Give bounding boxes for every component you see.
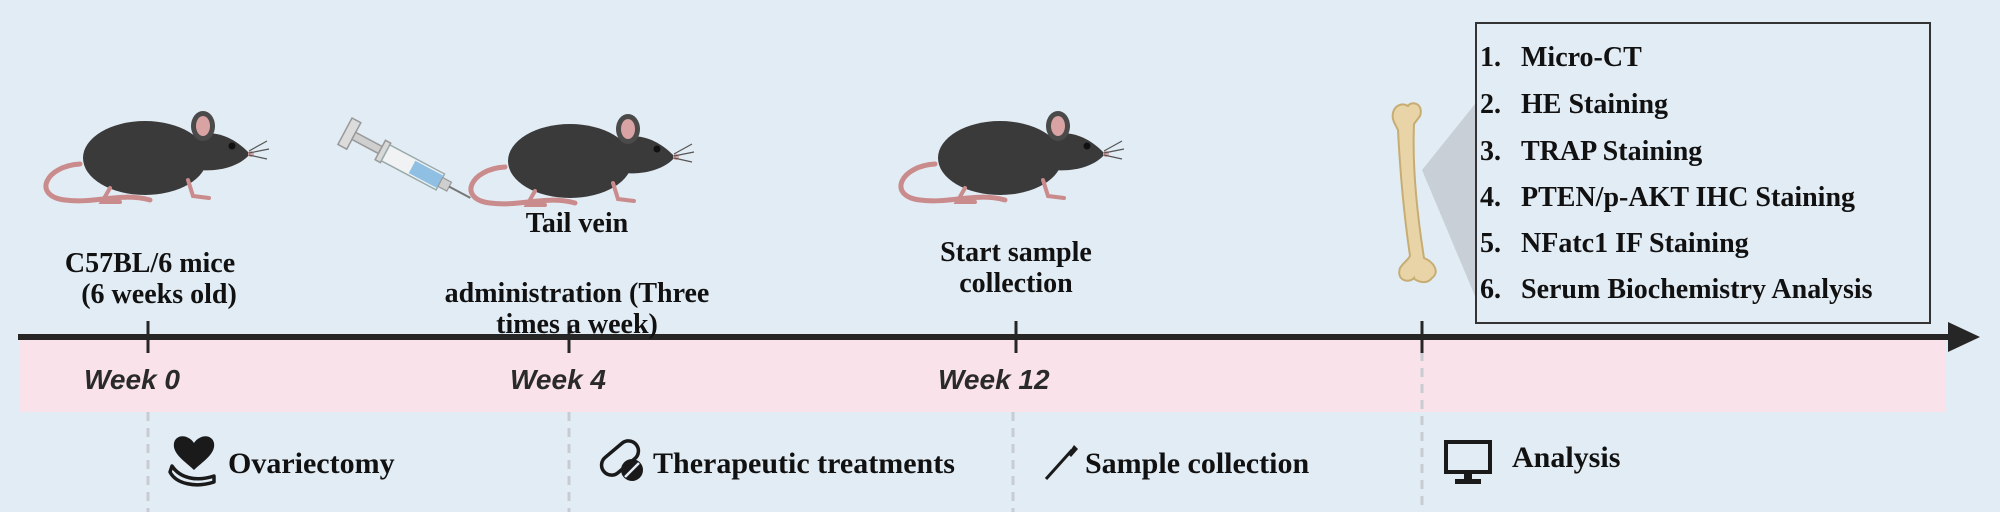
- analysis-item-6-number: 6.: [1480, 274, 1501, 305]
- legend-therapeutic-treatments-label: Therapeutic treatments: [653, 447, 955, 480]
- mouse-icon: [901, 111, 1124, 202]
- week-0-label: Week 0: [84, 364, 180, 395]
- analysis-item-3: TRAP Staining: [1521, 136, 1702, 167]
- legend-sample-collection-label: Sample collection: [1085, 447, 1309, 480]
- callout-wedge: [1422, 104, 1475, 296]
- timeline-arrowhead: [1948, 322, 1980, 352]
- analysis-item-2-number: 2.: [1480, 89, 1501, 120]
- analysis-item-1: Micro-CT: [1521, 42, 1642, 73]
- analysis-item-2: HE Staining: [1521, 89, 1668, 120]
- scalpel-icon: [1044, 445, 1078, 481]
- femur-bone-icon: [1391, 102, 1437, 284]
- timeline-band: [20, 336, 1946, 412]
- dashed-guides: [146, 352, 1424, 512]
- monitor-icon: [1444, 440, 1492, 484]
- milestone-12-line-2: collection: [959, 268, 1073, 299]
- milestone-12-line-1: Start sample: [940, 237, 1092, 268]
- legend-ovariectomy-label: Ovariectomy: [228, 447, 395, 480]
- milestone-0-line-2: (6 weeks old): [81, 279, 237, 310]
- analysis-box: 1. Micro-CT 2. HE Staining 3. TRAP Stain…: [1475, 22, 1931, 324]
- pill-capsule-icon: [599, 439, 643, 481]
- mouse-icon: [46, 111, 269, 202]
- week-12-label: Week 12: [938, 364, 1050, 395]
- syringe-icon: [336, 116, 471, 199]
- milestone-4-line-2: administration (Three: [445, 278, 710, 309]
- analysis-item-5-number: 5.: [1480, 228, 1501, 259]
- milestone-4-line-1: Tail vein: [526, 208, 629, 239]
- milestone-0-line-1: C57BL/6 mice: [65, 248, 235, 279]
- analysis-item-4-number: 4.: [1480, 182, 1501, 213]
- legend-analysis-label: Analysis: [1512, 441, 1620, 474]
- milestone-4-line-3: times a week): [496, 309, 658, 340]
- timeline-axis: [18, 321, 1980, 353]
- analysis-item-1-number: 1.: [1480, 42, 1501, 73]
- week-4-label: Week 4: [510, 364, 606, 395]
- analysis-item-5: NFatc1 IF Staining: [1521, 228, 1749, 259]
- analysis-item-6: Serum Biochemistry Analysis: [1521, 274, 1873, 305]
- analysis-item-4: PTEN/p-AKT IHC Staining: [1521, 182, 1855, 213]
- mouse-icon: [471, 114, 694, 205]
- heart-hand-icon: [168, 436, 216, 487]
- analysis-item-3-number: 3.: [1480, 136, 1501, 167]
- legend: Ovariectomy Therapeutic treatments Sampl…: [168, 436, 1620, 487]
